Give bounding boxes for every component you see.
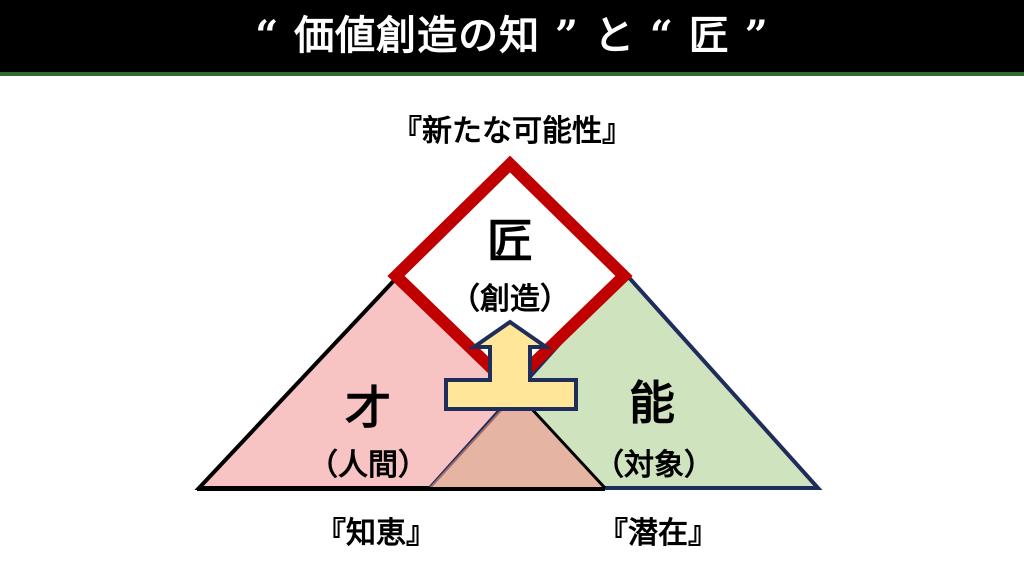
right-main-label: 能 bbox=[629, 376, 675, 430]
up-arrow-icon bbox=[444, 319, 578, 411]
top-label-new-possibility: 『新たな可能性』 bbox=[392, 114, 632, 149]
title-underline bbox=[0, 72, 1024, 76]
overlap-triangle bbox=[430, 393, 605, 488]
slide-title: “ 価値創造の知 ” と “ 匠 ” bbox=[255, 12, 769, 59]
left-main-label: 才 bbox=[345, 381, 391, 435]
right-caption: 『潜在』 bbox=[598, 516, 718, 551]
left-sub-label: （人間） bbox=[308, 448, 428, 483]
center-main-label: 匠 bbox=[487, 214, 533, 268]
right-sub-label: （対象） bbox=[594, 448, 714, 483]
left-caption: 『知恵』 bbox=[316, 516, 436, 551]
center-sub-label: （創造） bbox=[450, 282, 570, 317]
title-bar bbox=[0, 0, 1024, 72]
